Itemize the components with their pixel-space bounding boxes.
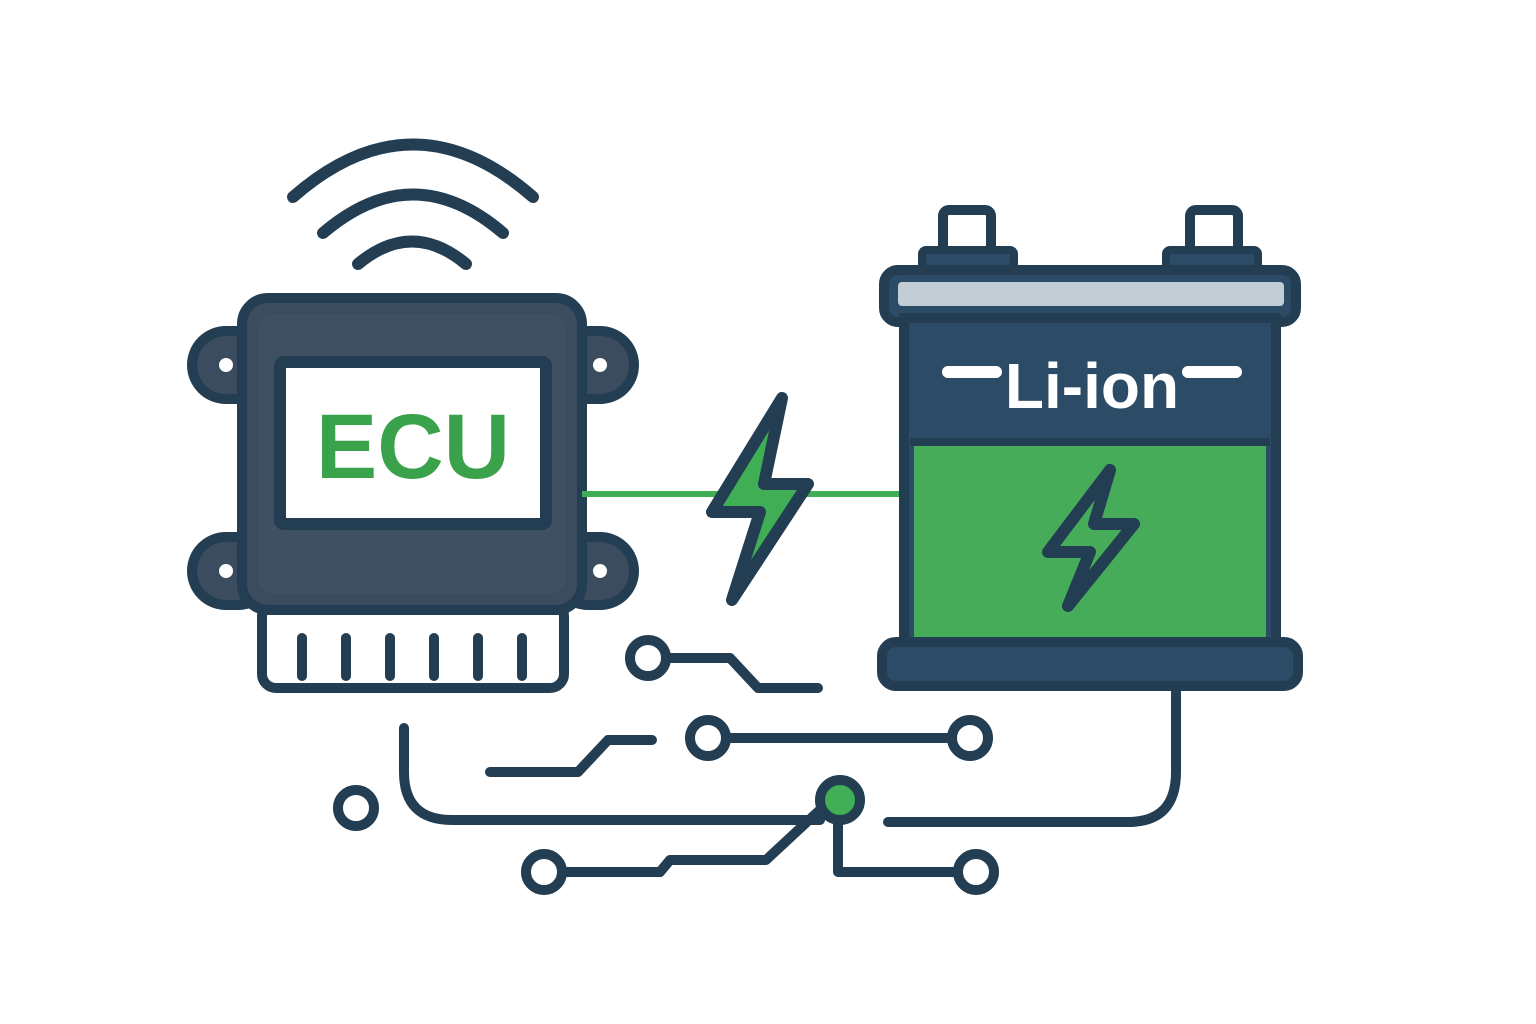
ecu-label-panel [274,356,552,530]
trace-node-isolated [333,785,379,831]
wireless-signal-icon [287,138,539,270]
battery-bolt-icon [1042,464,1140,612]
signal-arc-middle [317,188,509,239]
trace-junction-node [815,775,865,825]
trace-node-lower-left [521,849,567,895]
power-link [582,392,900,606]
trace-step [485,735,657,777]
trace-node-middle-left [685,715,731,761]
li-ion-battery: Li-ion [877,205,1303,691]
trace-node-lower-right [953,849,999,895]
signal-arc-outer [287,138,539,203]
ecu-label: ECU [316,396,510,498]
battery-label: Li-ion [1005,350,1179,422]
signal-arc-inner [352,235,472,270]
battery-base [877,637,1303,691]
trace-ecu-bus [399,723,825,825]
ecu-connector [257,597,569,693]
battery-lid-strip [898,282,1284,306]
trace-battery-bus [883,687,1181,827]
trace-upper-left [661,653,823,693]
trace-lower-left [559,803,827,877]
lightning-bolt-icon [706,392,814,606]
ecu-module: ECU [187,293,639,693]
circuit-trace-icon [333,635,1181,895]
trace-node-middle-right [947,715,993,761]
trace-node-upper-left [625,635,671,681]
battery-cell [914,446,1266,642]
trace-lower-right [833,817,961,877]
